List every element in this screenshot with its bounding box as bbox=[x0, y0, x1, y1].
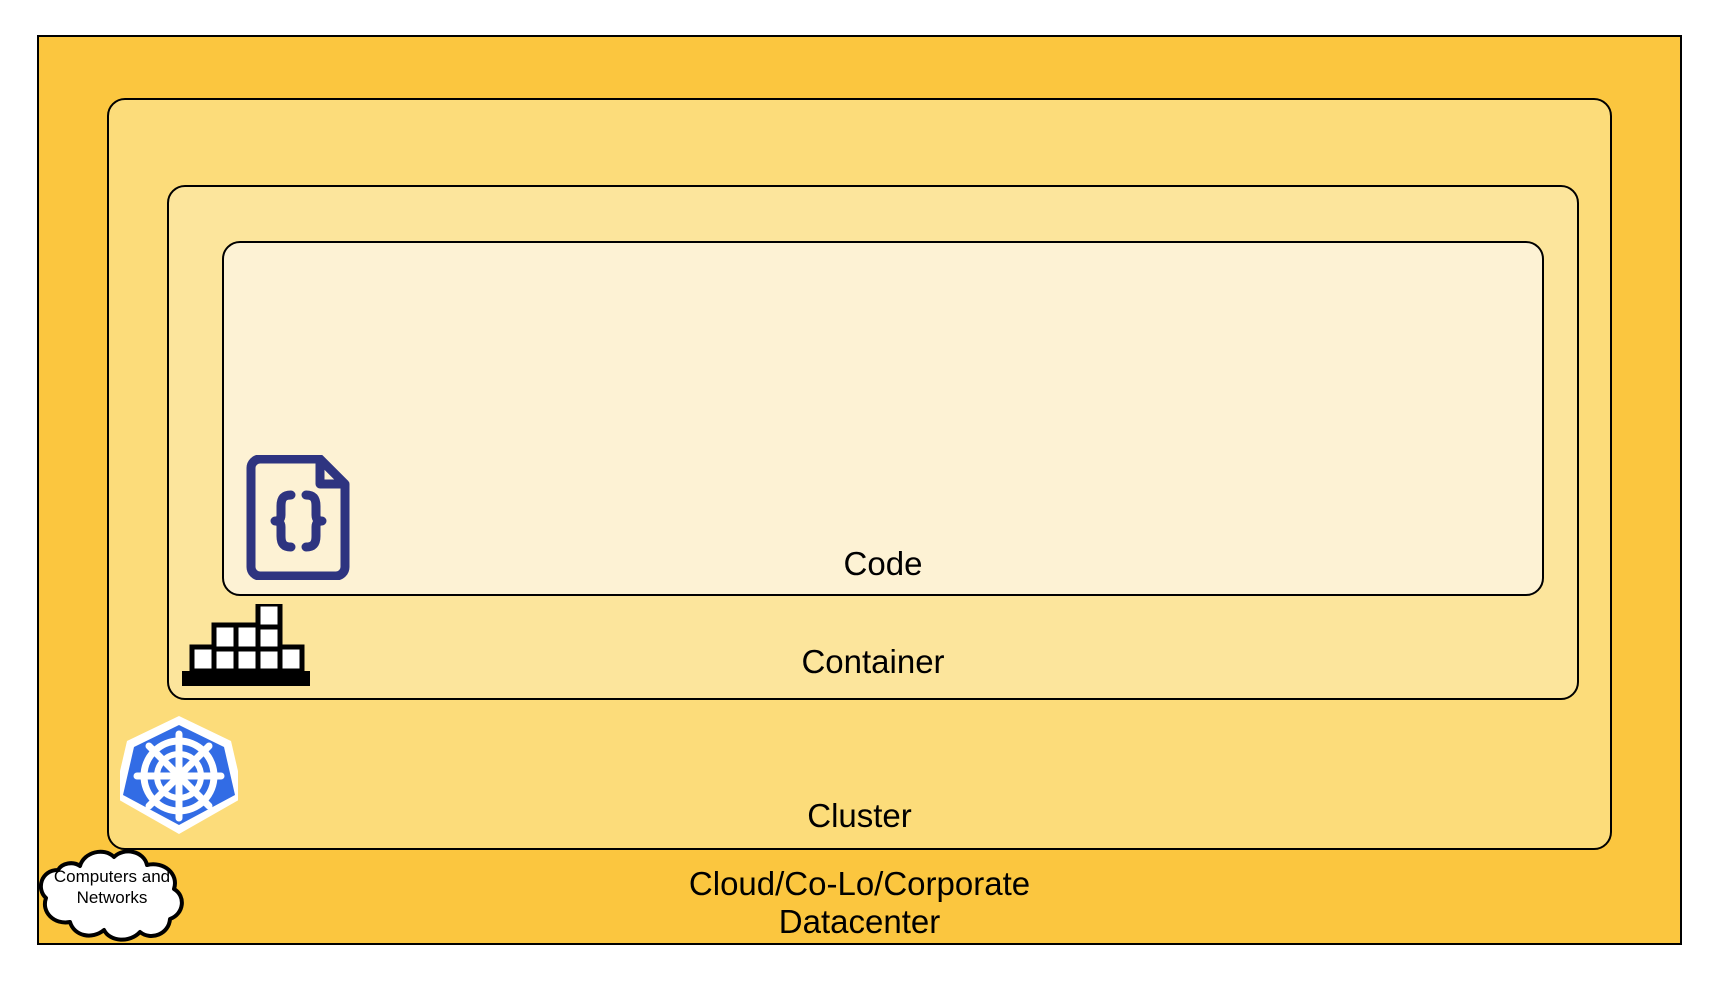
layer-label-cluster: Cluster bbox=[807, 797, 912, 834]
layer-code[interactable] bbox=[222, 241, 1544, 596]
container-bricks-icon bbox=[182, 601, 310, 686]
code-document-icon bbox=[242, 454, 354, 581]
cloud-label: Computers and Networks bbox=[53, 867, 171, 907]
layer-label-container: Container bbox=[801, 643, 945, 680]
layer-label-datacenter: Cloud/Co-Lo/Corporate Datacenter bbox=[688, 865, 1031, 940]
layer-label-code: Code bbox=[843, 545, 923, 582]
kubernetes-icon bbox=[114, 714, 244, 836]
cloud-computers-and-networks[interactable] bbox=[36, 846, 188, 942]
